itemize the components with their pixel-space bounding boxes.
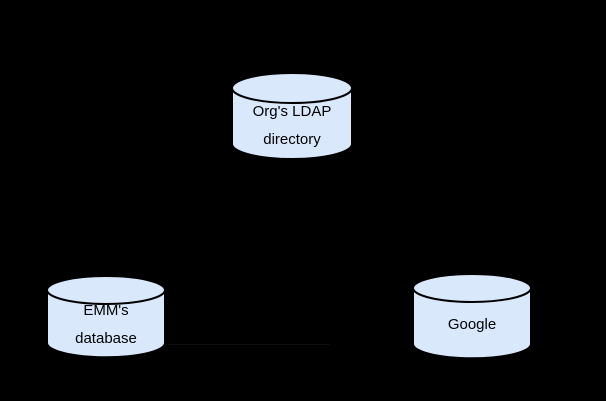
emm-label-line1: EMM's [83, 302, 129, 319]
emm-to-google-connector-line [168, 344, 330, 345]
node-google: Google [412, 273, 532, 359]
cylinder-top [46, 275, 166, 305]
cylinder-body [412, 288, 532, 359]
cylinder-top [231, 72, 353, 104]
google-label: Google [412, 311, 532, 339]
cylinder-body [46, 290, 166, 358]
ldap-label-line2: directory [263, 131, 321, 148]
node-emms-database: EMM's database [46, 275, 166, 358]
database-cylinder-icon [412, 273, 532, 359]
emm-database-label: EMM's database [46, 297, 166, 353]
database-cylinder-icon [46, 275, 166, 358]
emm-label-line2: database [75, 330, 137, 347]
ldap-label-line1: Org's LDAP [252, 103, 332, 120]
node-orgs-ldap-directory: Org's LDAP directory [231, 72, 353, 160]
ldap-directory-label: Org's LDAP directory [231, 98, 353, 154]
cylinder-body [231, 88, 353, 160]
cylinder-top [412, 273, 532, 303]
database-cylinder-icon [231, 72, 353, 160]
google-label-line1: Google [447, 316, 497, 333]
